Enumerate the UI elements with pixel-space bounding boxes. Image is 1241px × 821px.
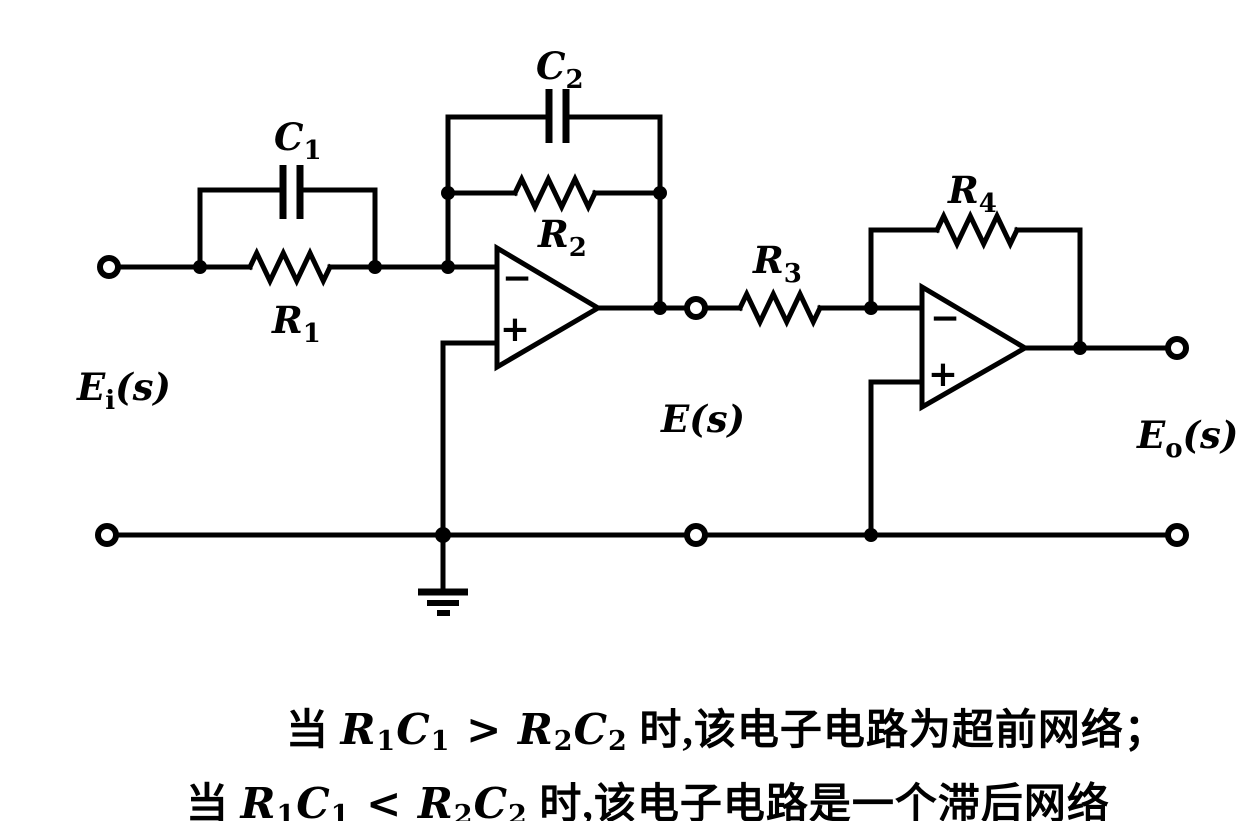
caption-math-rel: < [350,779,418,821]
label-c1: C1 [274,115,322,166]
label-r4-sub: 4 [979,189,997,219]
caption-math-sub: 1 [276,800,297,821]
label-r3-sub: 3 [784,259,802,289]
label-ei: Ei(s) [76,365,171,416]
caption-math-var: C [473,779,509,821]
caption-math-rel: > [450,705,518,754]
label-r3-base: R [752,238,784,282]
label-e-mid-base: E [660,397,690,441]
feedback2-r4-wire [868,227,1083,351]
resistor-r4 [933,210,1021,250]
label-eo-base: E [1136,413,1166,457]
input-terminal [97,255,121,279]
caption-math-sub: 1 [330,800,351,821]
junction-dot [653,186,667,200]
caption-math-var: C [573,705,609,754]
caption-text: 时,该电子电路为超前网络； [627,708,1167,754]
caption-math-var: R [340,705,377,754]
label-r2-base: R [537,212,569,256]
capacitor-c1-branch-wire [197,187,378,270]
label-c2: C2 [536,44,584,95]
label-ei-base: E [76,365,106,409]
label-eo: Eo(s) [1136,413,1238,464]
bottom-right-terminal [1165,523,1189,547]
junction-dot [193,260,207,274]
label-e-mid: E(s) [660,397,745,441]
label-r4: R4 [947,168,997,219]
caption-math-sub: 1 [430,726,451,757]
caption-line-1: 当 R1C1 > R2C2 时,该电子电路为超前网络； [240,648,1167,805]
label-r3: R3 [752,238,802,289]
resistor-r3 [736,288,824,328]
label-c1-base: C [274,115,304,159]
label-eo-sub: o [1165,434,1182,464]
caption-math-sub: 2 [508,800,528,821]
label-r1-base: R [271,298,303,342]
label-ei-suffix: (s) [115,365,171,409]
junction-dot [1073,341,1087,355]
label-r2-sub: 2 [569,233,587,263]
caption-math-var: C [396,705,431,754]
junction-dot [441,260,455,274]
junction-dot [441,186,455,200]
caption-math-var: R [240,779,277,821]
label-e-mid-suffix: (s) [689,397,745,441]
caption-text: 当 [286,708,341,754]
circuit-diagram: − + − + [76,44,1238,616]
label-ei-sub: i [105,386,115,416]
caption-math-var: C [296,779,331,821]
opamp1-triangle [494,243,603,372]
capacitor-c1-plates [279,165,304,219]
opamp2-triangle [919,282,1030,412]
label-r1-sub: 1 [303,319,321,349]
junction-dot [864,528,878,542]
caption-math-sub: 2 [608,726,628,757]
label-r4-base: R [947,168,979,212]
output-terminal [1165,336,1189,360]
label-c2-base: C [536,44,566,88]
bottom-left-terminal [95,523,119,547]
junction-dot [368,260,382,274]
opamp2-inverting-label: − [930,298,960,339]
junction-dot [653,301,667,315]
caption-text: 当 [186,782,241,821]
caption-math-sub: 1 [376,726,397,757]
label-r2: R2 [537,212,587,263]
capacitor-c2-plates [545,89,570,143]
junction-dot [864,301,878,315]
caption-math-sub: 2 [553,726,574,757]
opamp2-noninverting-label: + [928,354,958,395]
resistor-r1 [246,247,334,287]
opamp2-plus-input-wire [868,379,925,538]
mid-terminal [684,296,708,320]
label-r1: R1 [271,298,321,349]
caption-math-var: R [417,779,454,821]
label-c1-sub: 1 [303,136,321,166]
feedback1-c2-wire [445,114,663,311]
bottom-mid-terminal [684,523,708,547]
opamp1-inverting-label: − [502,258,532,299]
label-c2-sub: 2 [565,65,583,95]
caption-text: 时,该电子电路是一个滞后网络 [527,782,1110,821]
caption-math-sub: 2 [453,800,474,821]
caption-math-var: R [517,705,554,754]
opamp1-noninverting-label: + [500,309,530,350]
label-eo-suffix: (s) [1183,413,1239,457]
caption-line-2: 当 R1C1 < R2C2 时,该电子电路是一个滞后网络 [140,722,1110,821]
junction-dot [435,527,451,543]
resistor-r2 [511,173,599,213]
opamp1-plus-input-wire [440,340,500,538]
